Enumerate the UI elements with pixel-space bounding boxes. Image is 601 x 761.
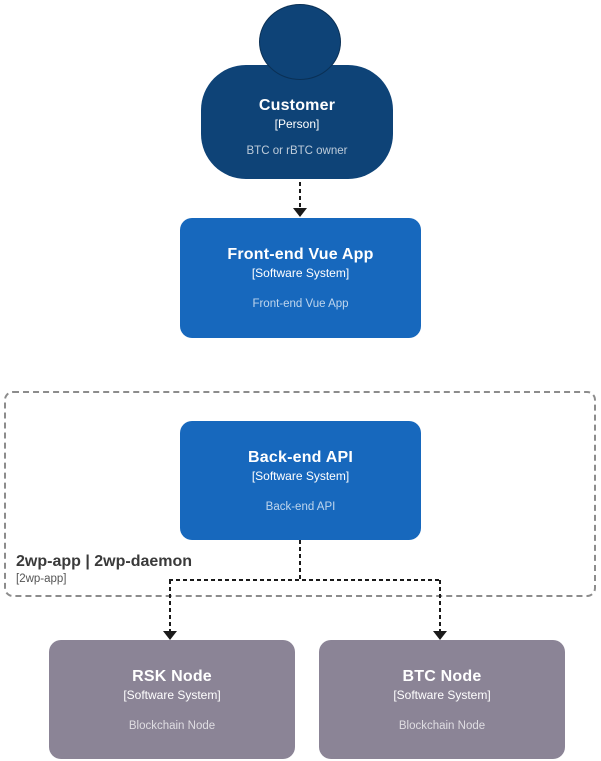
arrow-backend-to-btc-head: [433, 631, 447, 640]
element-metadata: [Person]: [274, 117, 320, 131]
element-name: Front-end Vue App: [227, 246, 374, 263]
connector-backend-stem: [299, 540, 301, 580]
element-rsk-node[interactable]: RSK Node [Software System] Blockchain No…: [49, 640, 295, 759]
element-metadata: [Software System]: [393, 687, 491, 702]
connector-split-horizontal: [169, 579, 441, 581]
element-description: Blockchain Node: [398, 719, 486, 732]
boundary-2wp-app: 2wp-app | 2wp-daemon [2wp-app]: [4, 391, 596, 597]
element-name: Back-end API: [248, 448, 353, 466]
arrow-customer-to-frontend-line: [299, 182, 301, 209]
element-name: Customer: [258, 97, 336, 114]
boundary-label: 2wp-app | 2wp-daemon [2wp-app]: [16, 552, 192, 587]
arrow-backend-to-rsk-line: [169, 580, 171, 631]
element-description: Back-end API: [265, 500, 336, 513]
person-head-icon: [259, 4, 341, 80]
element-btc-node[interactable]: BTC Node [Software System] Blockchain No…: [319, 640, 565, 759]
arrow-customer-to-frontend-head: [293, 208, 307, 217]
element-description: BTC or rBTC owner: [246, 145, 348, 157]
element-customer[interactable]: Customer [Person] BTC or rBTC owner: [201, 65, 393, 179]
element-description: Front-end Vue App: [252, 298, 349, 310]
element-frontend-vue-app[interactable]: Front-end Vue App [Software System] Fron…: [180, 218, 421, 338]
arrow-backend-to-rsk-head: [163, 631, 177, 640]
element-metadata: [Software System]: [251, 266, 350, 280]
element-description: Blockchain Node: [128, 719, 216, 732]
element-metadata: [Software System]: [251, 468, 350, 483]
boundary-metadata: [2wp-app]: [16, 573, 67, 585]
element-name: RSK Node: [132, 667, 212, 685]
element-name: BTC Node: [402, 667, 482, 685]
element-backend-api[interactable]: Back-end API [Software System] Back-end …: [180, 421, 421, 540]
boundary-title: 2wp-app | 2wp-daemon: [16, 553, 193, 570]
arrow-backend-to-btc-line: [439, 580, 441, 631]
element-metadata: [Software System]: [123, 687, 221, 702]
